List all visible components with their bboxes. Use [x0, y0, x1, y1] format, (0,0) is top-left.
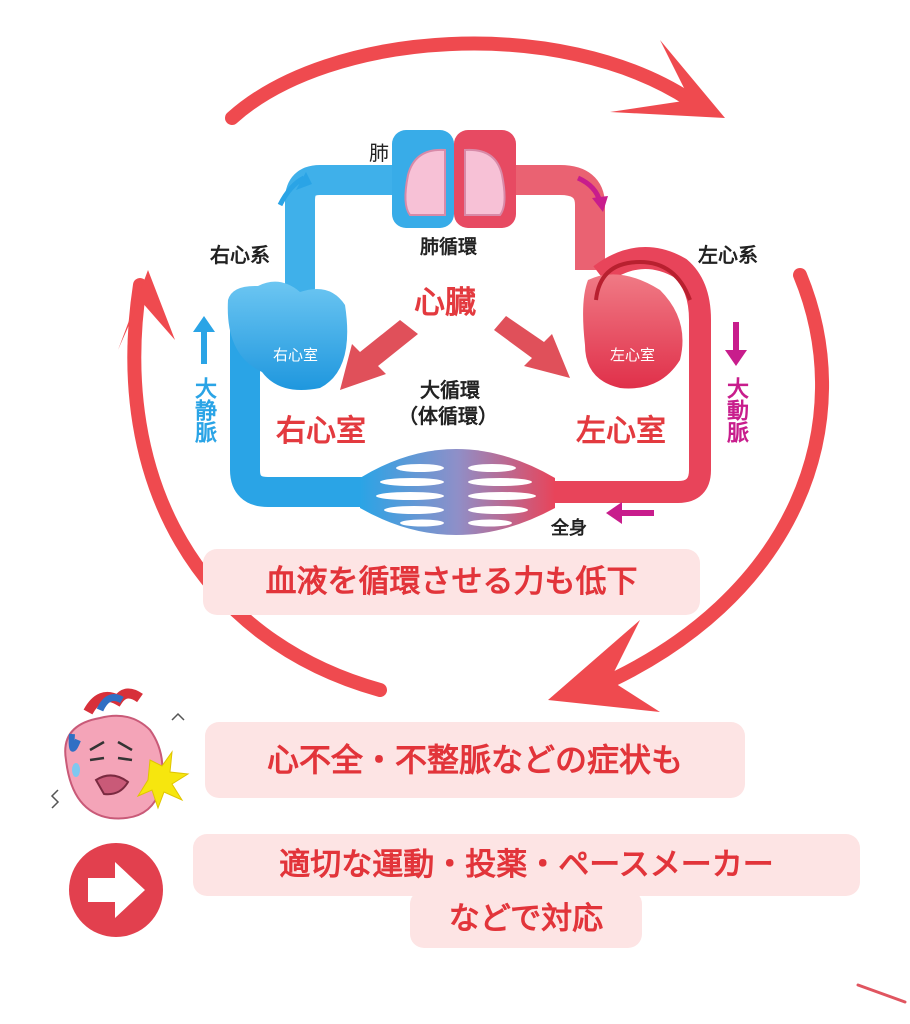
arrow-to-right-ventricle — [340, 320, 418, 390]
right-ventricle-label: 右心室 — [276, 414, 366, 449]
treatment-message-line1: 適切な運動・投薬・ペースメーカー — [279, 847, 774, 883]
lung-right-shape — [464, 148, 506, 216]
flow-arrow-blue-left-shaft — [201, 330, 207, 364]
right-ventricle-small-label: 右心室 — [273, 346, 319, 364]
corner-stroke — [856, 983, 907, 1004]
right-arrow-circle-icon — [69, 843, 163, 937]
whole-body-label: 全身 — [551, 518, 587, 539]
capillary-network — [360, 449, 555, 535]
pulmonary-artery-vessel — [285, 165, 395, 300]
vena-cava-label: 大静脈 — [191, 377, 216, 443]
symptoms-message: 心不全・不整脈などの症状も — [205, 722, 745, 798]
cycle-arrows — [127, 36, 907, 1004]
flow-arrow-magenta-bottom-shaft — [620, 510, 654, 516]
systemic-circulation-label: 大循環 — [420, 378, 480, 402]
heart-label: 心臓 — [414, 285, 476, 321]
systemic-circulation-alt-label: （体循環） — [398, 404, 498, 428]
lung-label: 肺 — [369, 141, 389, 165]
aorta-vessel — [540, 247, 711, 503]
pulmonary-circulation-label: 肺循環 — [420, 236, 478, 258]
sad-heart-character — [50, 688, 190, 820]
pulmonary-vein-vessel — [515, 165, 605, 270]
flow-arrow-blue-top — [277, 175, 306, 207]
treatment-message-box-lower — [410, 890, 642, 948]
capillary-bed — [360, 449, 555, 535]
right-ventricle-shape — [227, 281, 348, 390]
left-ventricle-small-label: 左心室 — [610, 346, 656, 364]
vena-cava-vessel — [230, 330, 380, 507]
cycle-arrow-right — [583, 268, 830, 697]
treatment-message-line2: などで対応 — [448, 901, 604, 937]
cycle-arrowheads — [118, 40, 725, 712]
heart-arrows — [340, 316, 570, 390]
arrowhead-top — [610, 40, 725, 118]
lungs — [404, 148, 506, 216]
left-ventricle-shape — [583, 274, 683, 389]
right-heart-system-label: 右心系 — [210, 243, 270, 267]
arrowhead-right — [548, 620, 660, 712]
cycle-arrow-left — [127, 278, 387, 697]
flow-arrows — [193, 172, 747, 524]
cycle-arrow-top — [225, 36, 697, 125]
aorta-label: 大動脈 — [723, 377, 748, 443]
treatment-message-box — [193, 834, 860, 896]
flow-arrow-magenta-right-shaft — [733, 322, 739, 352]
left-heart-system-label: 左心系 — [698, 243, 758, 267]
circulation-power-message: 血液を循環させる力も低下 — [203, 549, 700, 615]
arrow-to-left-ventricle — [494, 316, 570, 378]
lung-left-shape — [404, 148, 446, 216]
aortic-arch — [594, 259, 692, 301]
left-ventricle-label: 左心室 — [576, 414, 666, 449]
shock-burst-icon — [136, 750, 190, 810]
arrowhead-left — [118, 270, 175, 350]
